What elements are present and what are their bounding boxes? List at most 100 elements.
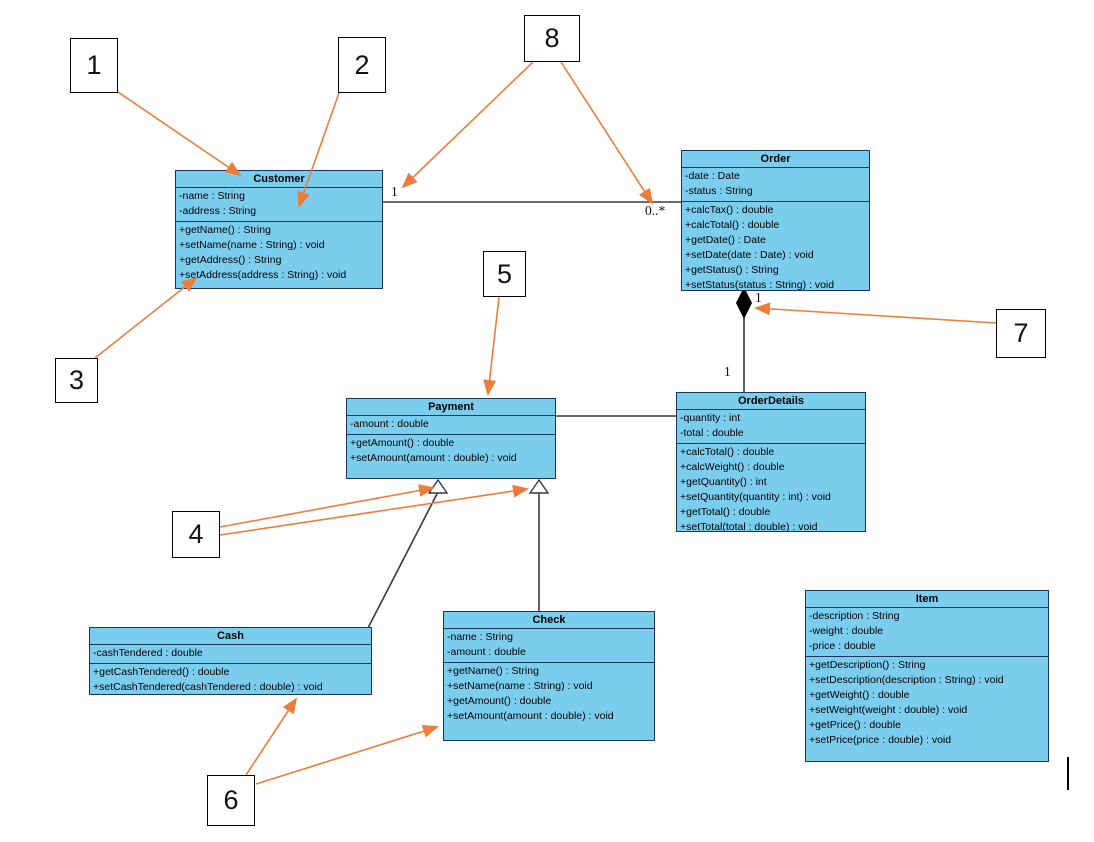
class-cash[interactable]: Cash -cashTendered : double +getCashTend…	[89, 627, 372, 695]
uml-member-row: -description : String	[809, 610, 900, 622]
uml-member-row: -status : String	[685, 185, 753, 197]
callout-label-6: 6	[223, 785, 239, 815]
class-check-attributes: -name : String -amount : double	[444, 629, 654, 663]
uml-member-row: +setWeight(weight : double) : void	[809, 704, 968, 716]
uml-member-row: +setName(name : String) : void	[447, 680, 593, 692]
class-payment-attributes: -amount : double	[347, 416, 555, 435]
class-customer-methods: +getName() : String +setName(name : Strin…	[176, 222, 382, 285]
class-orderdetails[interactable]: OrderDetails -quantity : int-total : dou…	[676, 392, 866, 532]
class-item[interactable]: Item -description : String -weight : doub…	[805, 590, 1049, 762]
uml-member-row: +getDate() : Date	[685, 234, 766, 246]
class-payment-methods: +getAmount() : double+setAmount(amount :…	[347, 435, 555, 468]
uml-member-row: -address : String	[179, 205, 257, 217]
callout-arrow-6b	[255, 725, 439, 785]
callout-arrow-8a	[401, 61, 534, 189]
uml-member-row: -price : double	[809, 640, 876, 652]
callout-arrow-6a	[245, 697, 298, 776]
uml-member-row: -cashTendered : double	[93, 647, 203, 659]
callout-arrow-4a	[219, 484, 435, 528]
callout-label-7: 7	[1013, 318, 1029, 348]
class-check-methods: +getName() : String +setName(name : Strin…	[444, 663, 654, 726]
callout-label-8: 8	[544, 23, 560, 53]
class-cash-attributes: -cashTendered : double	[90, 645, 371, 664]
uml-member-row: -name : String	[179, 190, 245, 202]
uml-member-row: +getStatus() : String	[685, 264, 779, 276]
uml-member-row: +getAmount() : double	[447, 695, 552, 707]
callout-box-1[interactable]: 1	[70, 38, 118, 93]
uml-member-row: +setCashTendered(cashTendered : double) …	[93, 681, 323, 693]
class-check[interactable]: Check -name : String -amount : double +ge…	[443, 611, 655, 741]
class-customer[interactable]: Customer -name : String -address : String…	[175, 170, 383, 289]
uml-member-row: +getAddress() : String	[179, 254, 282, 266]
uml-member-row: -amount : double	[447, 646, 526, 658]
class-item-attributes: -description : String -weight : double -pr…	[806, 608, 1048, 657]
class-orderdetails-methods: +calcTotal() : double +calcWeight() : dou…	[677, 444, 865, 532]
class-order-attributes: -date : Date -status : String	[682, 168, 869, 202]
uml-member-row: +getCashTendered() : double	[93, 666, 230, 678]
callout-arrow-3	[94, 276, 198, 359]
callout-arrow-5	[483, 296, 500, 396]
uml-member-row: +setQuantity(quantity : int) : void	[680, 491, 831, 503]
uml-member-row: +getName() : String	[447, 665, 539, 677]
class-customer-title: Customer	[176, 171, 382, 188]
class-order[interactable]: Order -date : Date -status : String +calc…	[681, 150, 870, 291]
text-cursor	[1067, 757, 1069, 790]
callout-label-2: 2	[354, 49, 370, 80]
class-item-methods: +getDescription() : String +setDescriptio…	[806, 657, 1048, 750]
generalization-cash-payment	[367, 491, 439, 629]
uml-member-row: +setPrice(price : double) : void	[809, 734, 952, 746]
callout-arrow-8b	[560, 61, 654, 205]
composition-diamond-icon	[736, 287, 752, 319]
callout-arrow-2	[297, 92, 340, 208]
class-check-title: Check	[444, 612, 654, 629]
class-orderdetails-attributes: -quantity : int-total : double	[677, 410, 865, 444]
callout-arrow-1	[111, 87, 242, 177]
uml-member-row: +getName() : String	[179, 224, 271, 236]
uml-member-row: +calcTax() : double	[685, 204, 774, 216]
multiplicity-order-composition-end: 1	[755, 290, 762, 305]
uml-member-row: +calcWeight() : double	[680, 461, 785, 473]
uml-member-row: +setStatus(status : String) : void	[685, 279, 835, 291]
multiplicity-orderdetails-end: 1	[724, 364, 731, 379]
callout-box-8[interactable]: 8	[524, 15, 580, 62]
class-item-title: Item	[806, 591, 1048, 608]
callout-arrow-4b	[219, 484, 529, 536]
callout-label-4: 4	[188, 519, 204, 549]
class-cash-title: Cash	[90, 628, 371, 645]
multiplicity-order-end: 0..*	[645, 203, 666, 218]
uml-member-row: +setName(name : String) : void	[179, 239, 325, 251]
callout-label-1: 1	[86, 50, 102, 80]
uml-member-row: +setTotal(total : double) : void	[680, 521, 818, 532]
callout-box-6[interactable]: 6	[207, 775, 255, 826]
class-order-methods: +calcTax() : double+calcTotal() : double…	[682, 202, 869, 291]
callout-box-7[interactable]: 7	[996, 309, 1046, 358]
uml-member-row: +setAddress(address : String) : void	[179, 269, 347, 281]
uml-member-row: +getWeight() : double	[809, 689, 910, 701]
uml-member-row: +setDescription(description : String) : …	[809, 674, 1004, 686]
uml-member-row: -weight : double	[809, 625, 884, 637]
uml-member-row: +getDescription() : String	[809, 659, 926, 671]
class-orderdetails-title: OrderDetails	[677, 393, 865, 410]
uml-member-row: +calcTotal() : double	[680, 446, 775, 458]
uml-member-row: -total : double	[680, 427, 744, 439]
callout-label-3: 3	[68, 365, 85, 395]
class-payment[interactable]: Payment -amount : double +getAmount() : …	[346, 398, 556, 479]
uml-member-row: +setAmount(amount : double) : void	[447, 710, 614, 722]
class-customer-attributes: -name : String -address : String	[176, 188, 382, 222]
uml-member-row: -name : String	[447, 631, 513, 643]
callout-box-4[interactable]: 4	[172, 511, 220, 558]
callout-box-5[interactable]: 5	[483, 251, 526, 297]
uml-member-row: -amount : double	[350, 418, 429, 430]
uml-member-row: -date : Date	[685, 170, 740, 182]
multiplicity-customer-end: 1	[391, 184, 398, 199]
uml-member-row: +getTotal() : double	[680, 506, 771, 518]
generalization-triangle-icon	[528, 478, 550, 494]
class-order-title: Order	[682, 151, 869, 168]
uml-member-row: +getPrice() : double	[809, 719, 901, 731]
callout-box-3[interactable]: 3	[55, 358, 98, 403]
uml-member-row: +getQuantity() : int	[680, 476, 767, 488]
callout-box-2[interactable]: 2	[338, 37, 386, 93]
callout-label-5: 5	[496, 258, 513, 289]
